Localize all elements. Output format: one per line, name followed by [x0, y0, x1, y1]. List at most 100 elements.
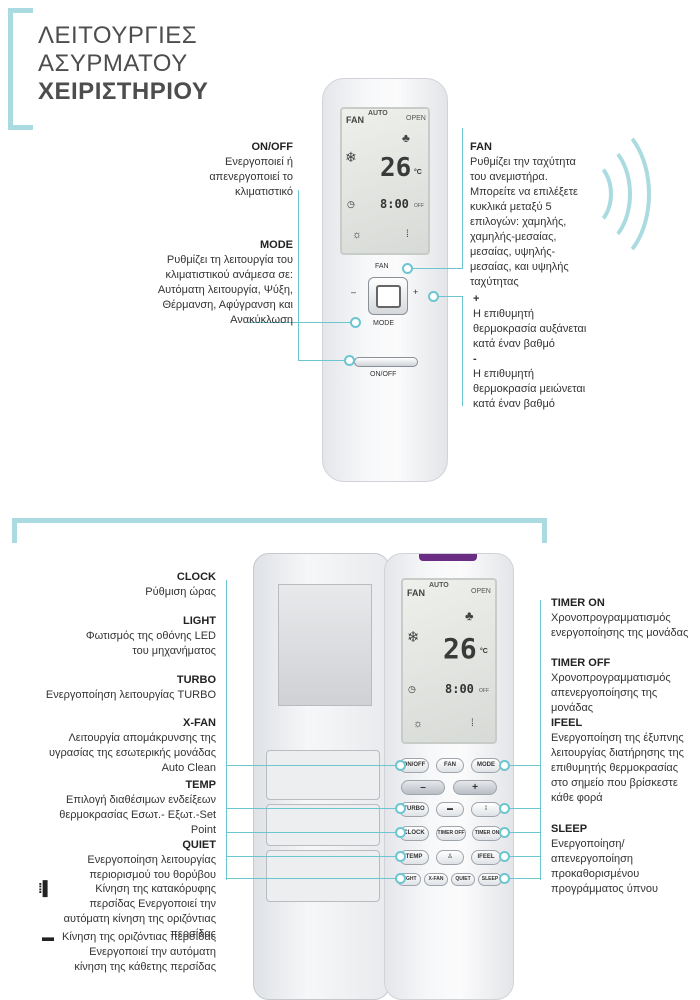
- lcd2-auto: AUTO: [429, 582, 449, 589]
- conn-right-mode: [505, 765, 540, 766]
- center-button[interactable]: [368, 277, 408, 315]
- lcd-fan: FAN: [346, 115, 364, 125]
- conn-plus: [462, 296, 463, 406]
- dot-plus: [428, 291, 439, 302]
- snowflake-icon: ❄: [345, 149, 357, 165]
- section-bracket: [12, 518, 547, 543]
- btn-onoff[interactable]: ON/OFF: [399, 758, 429, 773]
- conn-right-sleep: [505, 878, 540, 879]
- fan-label: FAN: [375, 263, 389, 270]
- label-ifeel-title: IFEEL: [551, 717, 583, 729]
- lid-recess-1: [266, 750, 380, 800]
- center-button-face: [376, 285, 401, 308]
- dot-right-sleep: [499, 873, 510, 884]
- remote-bottom-lcd: FAN AUTO OPEN ❄ ♣ 26 °C ◷ 8:00 OFF ☼ ⁞: [401, 578, 497, 744]
- conn-onoff: [298, 190, 299, 360]
- label-timeroff-text: Χρονοπρογραμματισμός απενεργοποίησης της…: [551, 672, 671, 714]
- conn-left-clock: [226, 832, 402, 833]
- conn-right-swing: [505, 808, 540, 809]
- label-timeroff: TIMER OFF Χρονοπρογραμματισμός απενεργοπ…: [551, 656, 691, 716]
- lcd-temp: 26: [380, 153, 412, 183]
- btn-quiet[interactable]: QUIET: [451, 873, 475, 886]
- btn-xfan[interactable]: X-FAN: [424, 873, 448, 886]
- label-sleep-text: Ενεργοποίηση/απενεργοποίηση προκαθορισμέ…: [551, 838, 659, 895]
- remote-top: FAN AUTO OPEN ❄ ♣ 26 °C ◷ 8:00 OFF ☼ ⁞ F…: [322, 78, 448, 482]
- conn-mode: [248, 322, 350, 323]
- horizontal-swing-icon: ▬: [447, 806, 453, 812]
- btn-clock[interactable]: CLOCK: [399, 826, 429, 841]
- btn-ifeel[interactable]: IFEEL: [471, 850, 501, 865]
- label-quiet: QUIET Ενεργοποίηση λειτουργίας περιορισμ…: [30, 838, 216, 883]
- dot-fan: [402, 263, 413, 274]
- minus-label[interactable]: –: [351, 287, 357, 297]
- lcd2-open: OPEN: [471, 588, 491, 595]
- title-line-3: ΧΕΙΡΙΣΤΗΡΙΟΥ: [38, 78, 209, 105]
- label-xfan-title: X-FAN: [183, 717, 216, 729]
- vertical-swing-legend-icon: ⁞▌: [38, 880, 53, 896]
- dot-onoff: [344, 355, 355, 366]
- label-ifeel-text: Ενεργοποίηση της έξυπνης λειτουργίας δια…: [551, 732, 684, 804]
- label-fan-title: FAN: [470, 141, 492, 153]
- btn-timeron[interactable]: TIMER ON: [472, 826, 502, 841]
- page-title: ΛΕΙΤΟΥΡΓΙΕΣ ΑΣΥΡΜΑΤΟΥ ΧΕΙΡΙΣΤΗΡΙΟΥ: [38, 22, 208, 106]
- lid-recess-3: [266, 850, 380, 902]
- label-clock-text: Ρύθμιση ώρας: [145, 586, 216, 598]
- label-mode-title: MODE: [260, 239, 293, 251]
- btn-swing-horizontal[interactable]: ▬: [436, 802, 464, 817]
- label-fan-text: Ρυθμίζει την ταχύτητα του ανεμιστήρα. Μπ…: [470, 156, 578, 288]
- label-mode-text: Ρυθμίζει τη λειτουργία του κλιματιστικού…: [157, 254, 293, 326]
- clock-icon-2: ◷: [408, 684, 416, 694]
- label-timeroff-title: TIMER OFF: [551, 657, 611, 669]
- swing-icon-2: ⁞: [471, 718, 474, 729]
- label-temp: TEMP Επιλογή διαθέσιμων ενδείξεων θερμοκ…: [40, 778, 216, 838]
- onoff-bar[interactable]: [354, 357, 418, 367]
- snowflake-icon-2: ❄: [407, 629, 420, 646]
- lcd-time: 8:00: [380, 197, 409, 211]
- label-light-text: Φωτισμός της οθόνης LED του μηχανήματος: [85, 630, 216, 657]
- conn-left-turbo: [226, 808, 402, 809]
- label-swing-vertical: Κίνηση της κατακόρυφης περσίδας Ενεργοπο…: [63, 883, 216, 940]
- dot-left-temp: [395, 851, 406, 862]
- btn-fan[interactable]: FAN: [436, 758, 464, 773]
- tree-icon: ♣: [402, 131, 410, 145]
- btn-swing-ifeel-icon[interactable]: ♙: [436, 850, 464, 865]
- swing-icon: ⁞: [406, 229, 409, 240]
- title-line-2: ΑΣΥΡΜΑΤΟΥ: [38, 50, 188, 77]
- label-sleep-title: SLEEP: [551, 823, 588, 835]
- label-onoff: ON/OFF Ενεργοποιεί ή απενεργοποιεί το κλ…: [178, 140, 293, 200]
- label-plus: + Η επιθυμητή θερμοκρασία αυξάνεται κατά…: [473, 292, 598, 412]
- lid-window: [278, 584, 372, 706]
- label-timeron-title: TIMER ON: [551, 597, 605, 609]
- title-line-1: ΛΕΙΤΟΥΡΓΙΕΣ: [38, 22, 198, 49]
- lcd2-temp: 26: [443, 632, 477, 665]
- btn-sleep[interactable]: SLEEP: [478, 873, 502, 886]
- mode-label: MODE: [373, 320, 394, 327]
- lcd-unit: °C: [414, 169, 422, 176]
- label-fan: FAN Ρυθμίζει την ταχύτητα του ανεμιστήρα…: [470, 140, 595, 290]
- btn-mode[interactable]: MODE: [471, 758, 501, 773]
- label-temp-title: TEMP: [185, 779, 216, 791]
- lcd-open: OPEN: [406, 115, 426, 122]
- conn-onoff-h: [298, 360, 350, 361]
- label-mode: MODE Ρυθμίζει τη λειτουργία του κλιματισ…: [150, 238, 293, 328]
- btn-timeroff[interactable]: TIMER OFF: [436, 826, 466, 841]
- horizontal-swing-legend-icon: ▬: [42, 930, 54, 944]
- label-temp-text: Επιλογή διαθέσιμων ενδείξεων θερμοκρασία…: [59, 794, 216, 836]
- label-light-title: LIGHT: [183, 615, 216, 627]
- label-light: LIGHT Φωτισμός της οθόνης LED του μηχανή…: [70, 614, 216, 659]
- btn-temp[interactable]: TEMP: [399, 850, 429, 865]
- btn-swing-vertical[interactable]: ⁞: [471, 802, 501, 817]
- label-plus-sign: +: [473, 293, 480, 305]
- label-ifeel: IFEEL Ενεργοποίηση της έξυπνης λειτουργί…: [551, 716, 693, 806]
- remote-top-lcd: FAN AUTO OPEN ❄ ♣ 26 °C ◷ 8:00 OFF ☼ ⁞: [340, 107, 430, 255]
- lcd2-time: 8:00: [445, 682, 474, 696]
- conn-fan: [462, 128, 463, 268]
- remote-bottom: FAN AUTO OPEN ❄ ♣ 26 °C ◷ 8:00 OFF ☼ ⁞ O…: [384, 553, 514, 1000]
- conn-plus-h: [434, 296, 462, 297]
- sun-icon-2: ☼: [413, 718, 424, 730]
- btn-minus[interactable]: –: [401, 780, 445, 795]
- lcd2-fan: FAN: [407, 588, 425, 598]
- label-turbo-text: Ενεργοποίηση λειτουργίας TURBO: [45, 689, 216, 701]
- plus-label[interactable]: +: [413, 287, 419, 297]
- btn-plus[interactable]: +: [453, 780, 497, 795]
